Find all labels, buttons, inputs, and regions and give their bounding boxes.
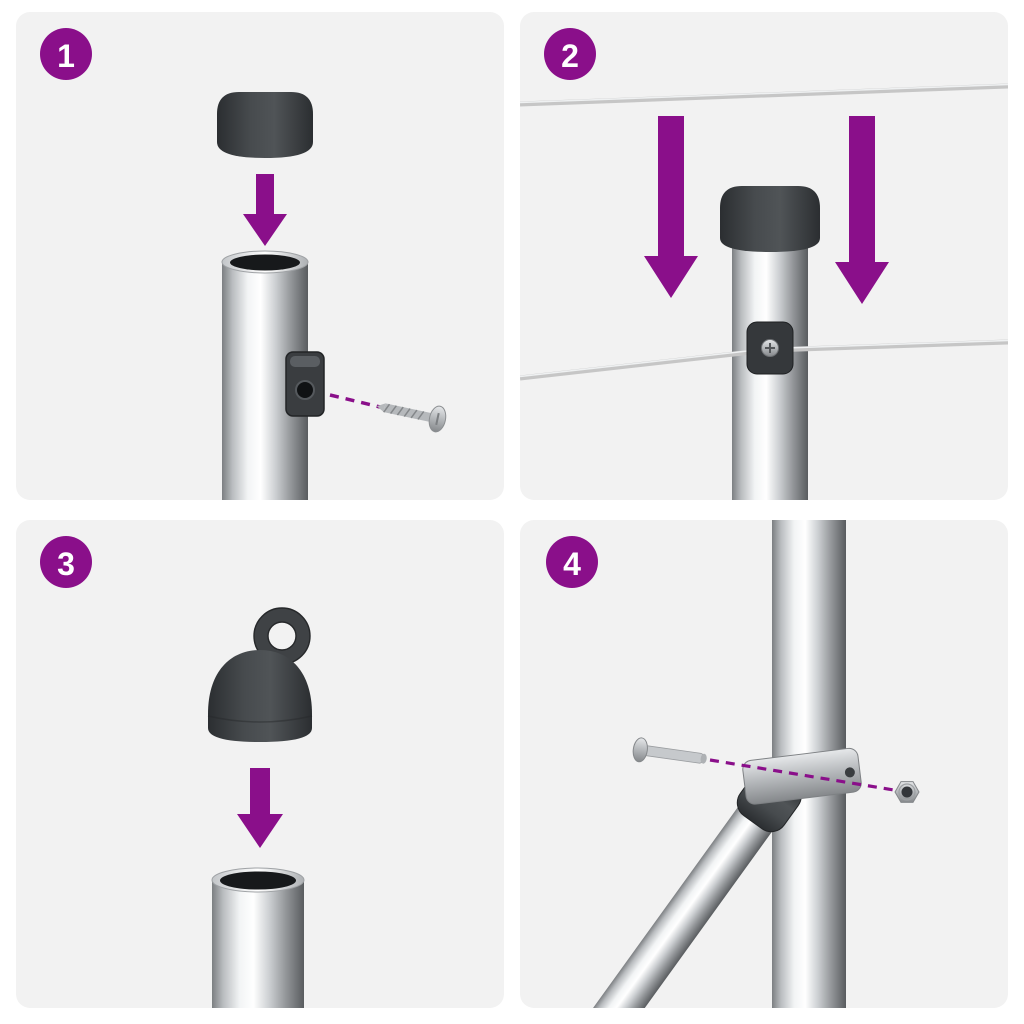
eyelet-cap-icon [207,607,313,742]
nut-chamfer [898,783,916,801]
clamp-strap [742,747,862,805]
wire-line [520,83,1008,107]
eyelet-cap-body [208,650,312,742]
step-4-panel: 4 [520,520,1008,1008]
step-3-panel: 3 [16,520,504,1008]
post-tube-body [212,880,304,1008]
screw-icon [376,403,447,433]
post-tube-opening [220,871,296,890]
step-number: 2 [561,38,579,74]
step-1-panel: 1 [16,12,504,500]
badge-circle [40,536,92,588]
screw-bracket [285,351,325,417]
down-arrow-icon [237,768,283,848]
bolt-head [632,737,648,763]
step-number-badge: 2 [544,28,596,80]
bracket-hole [295,380,315,400]
wire-clamp [746,321,794,375]
post-cap-icon [217,92,313,158]
step-number: 1 [57,38,75,74]
badge-circle [40,28,92,80]
brace-tube [593,764,803,1008]
step-number: 3 [57,546,75,582]
screw-threads [383,403,425,420]
badge-circle [544,28,596,80]
top-tension-wire [520,83,1008,107]
bolt-shank [639,744,705,764]
bolt-icon [632,737,707,764]
cap-seam [207,715,313,723]
screw-shank [383,403,435,423]
screw-tip [376,403,386,413]
step-3-illustration: 3 [40,536,313,1008]
nut-hole [901,786,913,798]
clamp-screw-cross [765,343,775,353]
clamp-bolt-hole [844,767,855,778]
step-number-badge: 4 [546,536,598,588]
post-cap-body [217,92,313,158]
step-number-badge: 3 [40,536,92,588]
down-arrow-icon [243,174,287,246]
step-2-panel: 2 [520,12,1008,500]
hex-nut-icon [894,781,920,803]
post-tube [211,867,305,1008]
screw-slot [435,412,440,426]
capped-post [720,186,820,500]
step-number-badge: 1 [40,28,92,80]
step-number: 4 [563,546,581,582]
wire-highlight [520,83,1008,104]
step-1-illustration: 1 [40,28,447,500]
bracket-top-face [290,356,320,367]
bolt-tip [700,753,707,764]
down-arrow-icon-right [835,116,889,304]
post-tube-opening [230,254,300,271]
step-2-illustration: 2 [520,28,1008,500]
badge-circle [546,536,598,588]
step-4-illustration: 4 [546,520,920,1008]
eyelet-hole-outline [267,621,297,651]
post-cap-body [720,186,820,252]
brace-clamp [742,747,862,805]
down-arrow-icon-left [644,116,698,298]
alignment-dashed-line [329,393,381,409]
